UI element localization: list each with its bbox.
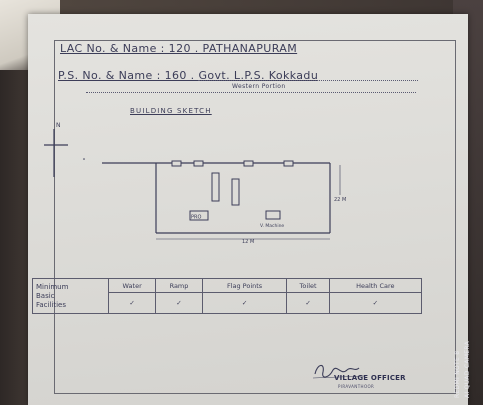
dotted-line bbox=[198, 80, 418, 81]
dotted-line bbox=[86, 92, 416, 93]
camera-watermark-line1: REDMI NOTE 8 bbox=[454, 350, 461, 398]
building-sketch: N PRO V. Machine 22 M bbox=[44, 122, 346, 245]
column-header-toilet: Toilet bbox=[286, 278, 330, 293]
camera-watermark-line2: AI QUAD CAMERA bbox=[464, 340, 471, 398]
lac-heading: LAC No. & Name : 120 . PATHANAPURAM bbox=[60, 42, 298, 55]
column-header-ramp: Ramp bbox=[155, 278, 203, 293]
ink-dot bbox=[83, 158, 85, 160]
table-row: ✓ ✓ ✓ ✓ ✓ bbox=[33, 292, 423, 314]
north-label: N bbox=[56, 122, 61, 129]
presiding-officer-label: PRO bbox=[191, 215, 201, 221]
bench-rows bbox=[211, 172, 240, 206]
check-mark-flag-points: ✓ bbox=[201, 292, 288, 314]
table-row-header: Minimum Basic Facilities bbox=[32, 278, 109, 314]
facilities-table: Minimum Basic Facilities Water Ramp Flag… bbox=[32, 278, 423, 314]
signature-mark bbox=[312, 364, 366, 379]
polling-station-heading: P.S. No. & Name : 160 . Govt. L.P.S. Kok… bbox=[58, 69, 319, 82]
signatory-title: VILLAGE OFFICER bbox=[334, 374, 406, 382]
column-header-flag-points: Flag Points bbox=[201, 278, 288, 293]
check-mark-toilet: ✓ bbox=[286, 292, 330, 314]
voting-machine-label: V. Machine bbox=[260, 223, 284, 229]
check-mark-water: ✓ bbox=[107, 292, 157, 314]
column-header-health-care: Health Care bbox=[328, 278, 423, 293]
check-mark-ramp: ✓ bbox=[155, 292, 203, 314]
width-dimension: 22 M bbox=[334, 197, 346, 203]
page-border bbox=[54, 40, 456, 394]
sketch-title: BUILDING SKETCH bbox=[130, 107, 212, 115]
window-marks bbox=[171, 160, 294, 167]
north-arrow bbox=[44, 129, 68, 177]
document-sheet bbox=[28, 14, 468, 405]
voting-machine-box bbox=[265, 210, 281, 220]
column-header-water: Water bbox=[107, 278, 157, 293]
signatory-village: PIRAVANTHOOR bbox=[338, 384, 375, 389]
length-dimension: 12 M bbox=[242, 239, 254, 245]
table-header-row: Minimum Basic Facilities Water Ramp Flag… bbox=[32, 278, 423, 314]
check-mark-health-care: ✓ bbox=[328, 292, 423, 314]
row-header-line: Facilities bbox=[36, 300, 66, 309]
row-header-line: Minimum bbox=[36, 282, 69, 291]
polling-station-portion: Western Portion bbox=[232, 83, 286, 90]
presiding-officer-box bbox=[189, 210, 209, 221]
row-header-line: Basic bbox=[36, 291, 55, 300]
